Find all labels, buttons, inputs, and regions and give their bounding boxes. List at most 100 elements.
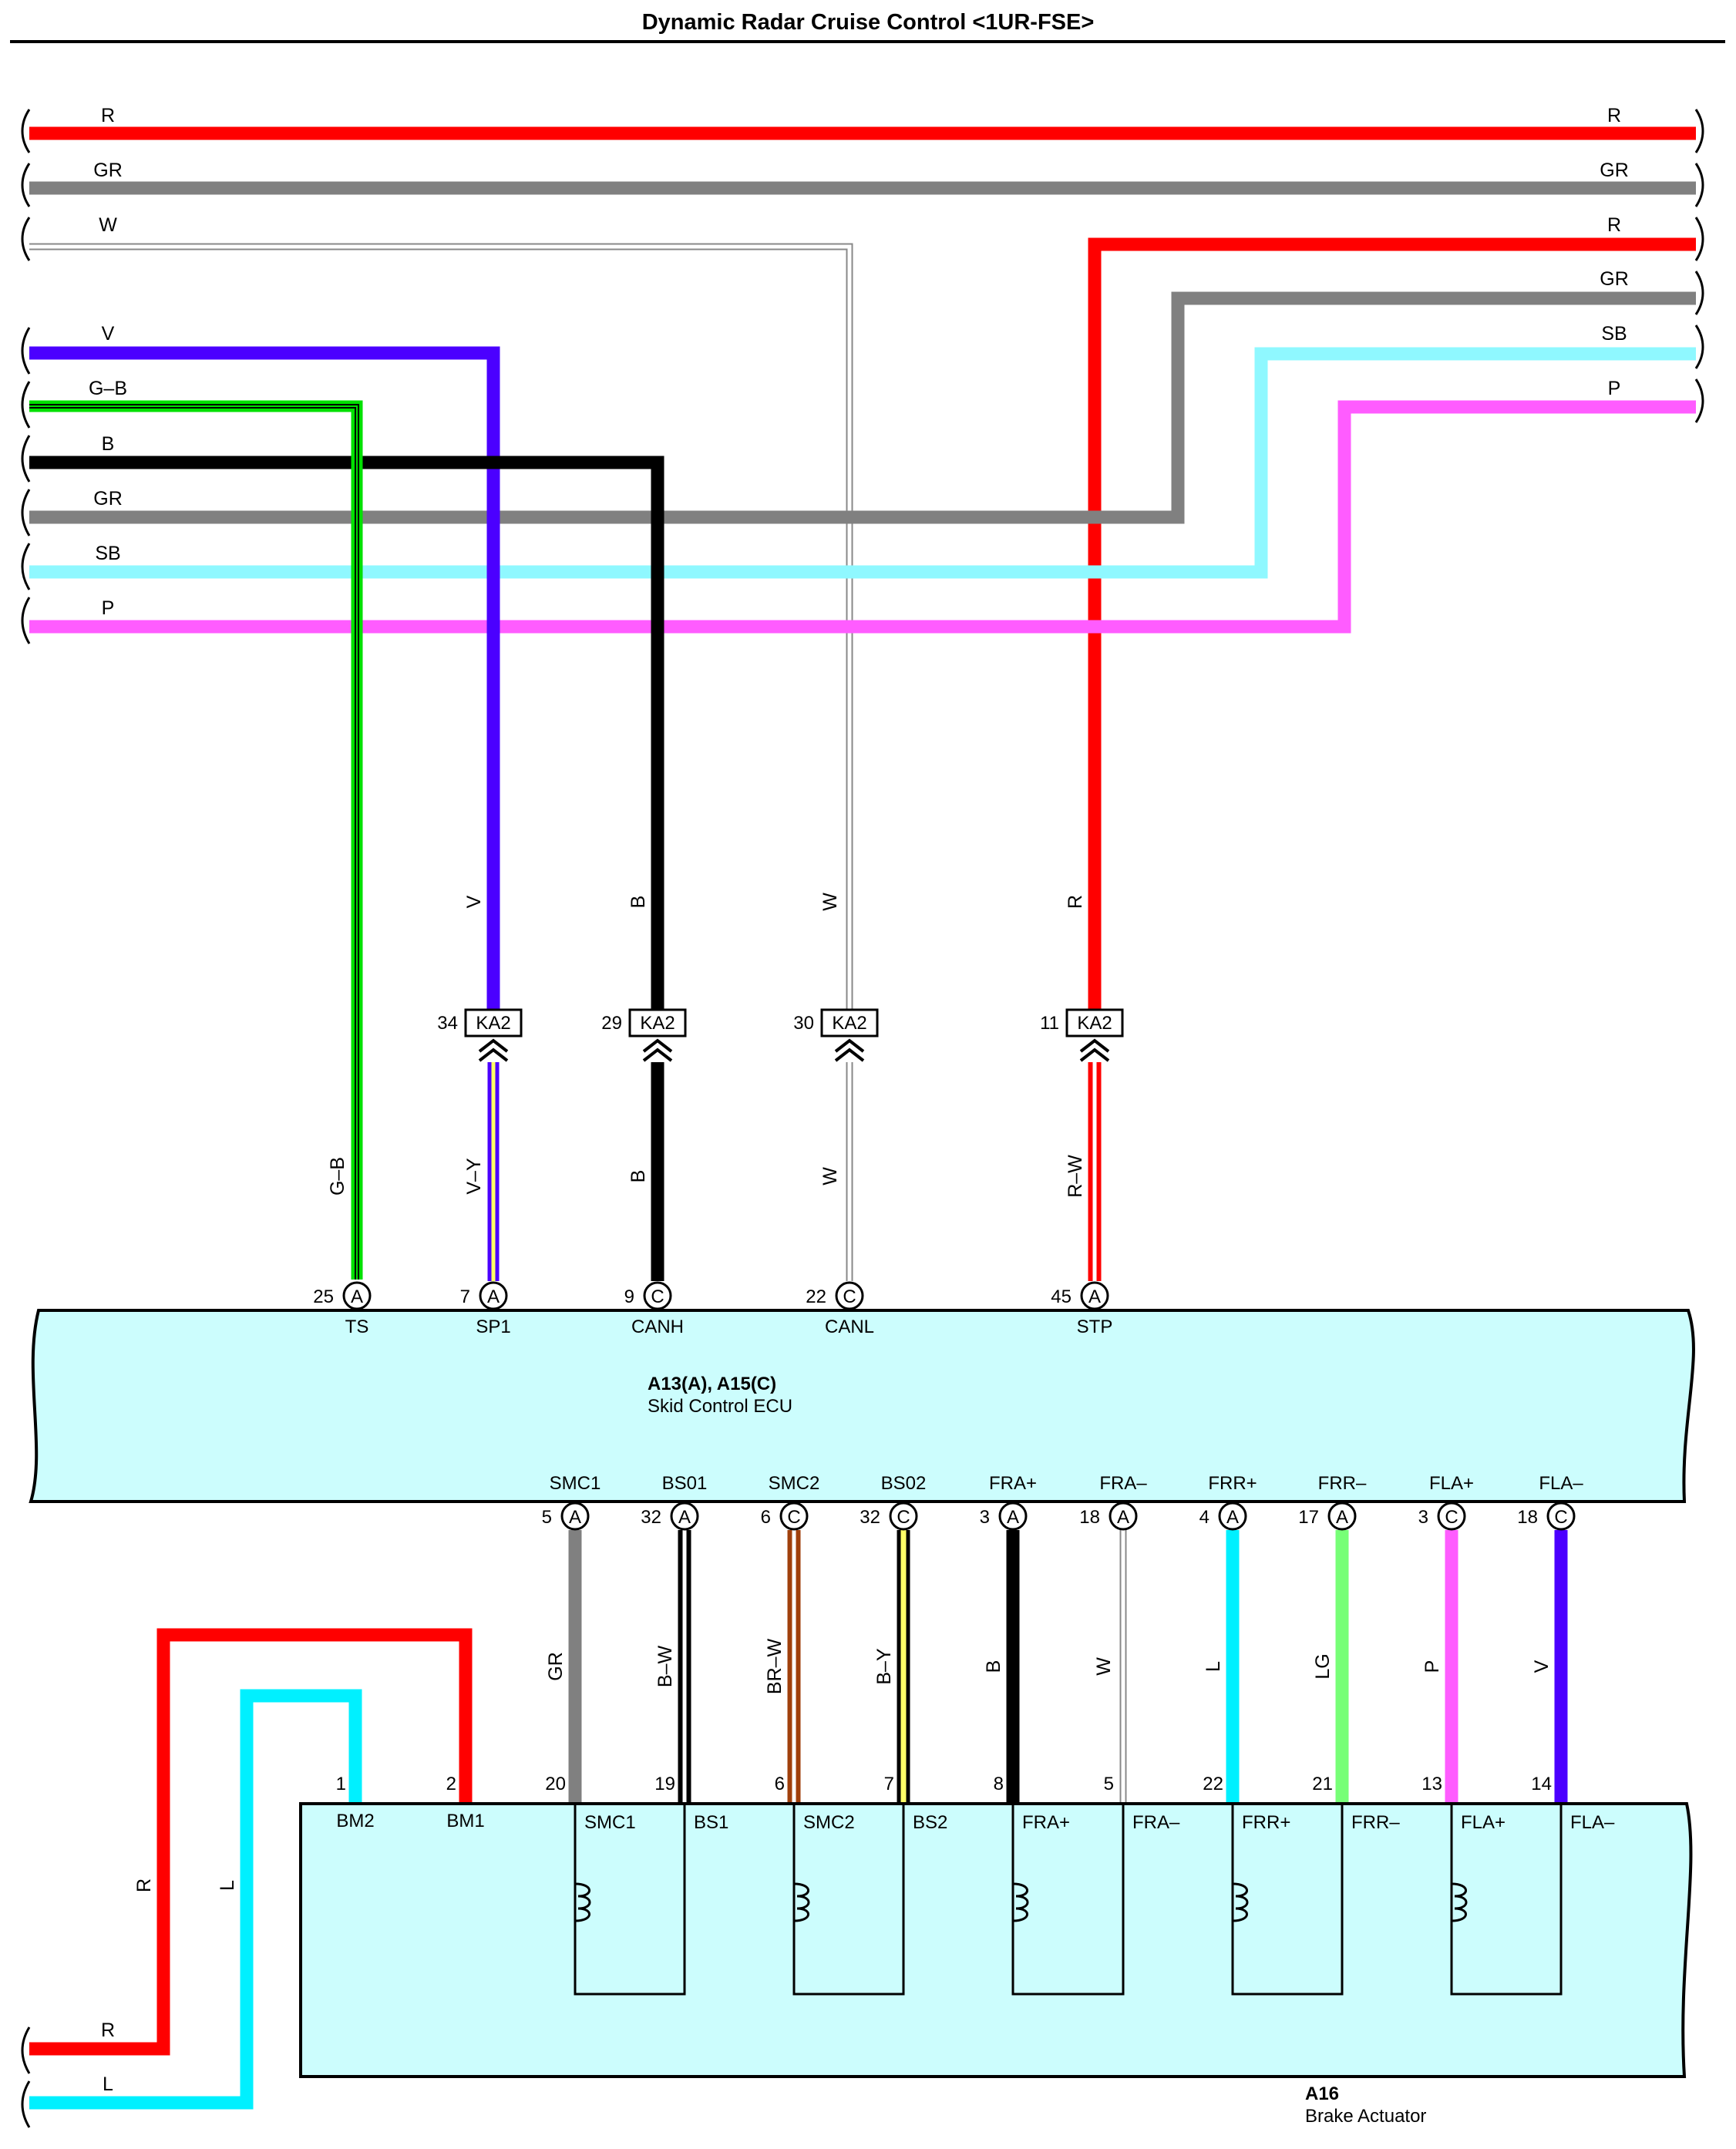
- svg-text:7: 7: [884, 1774, 894, 1794]
- svg-text:BR–W: BR–W: [764, 1638, 786, 1694]
- wire-gr-cross: [29, 291, 1696, 524]
- ecu-id: A13(A), A15(C): [648, 1374, 776, 1394]
- brake-actuator: [299, 1802, 1693, 2078]
- actuator-name: Brake Actuator: [1305, 2106, 1426, 2127]
- wire-r-stp: [1088, 237, 1696, 1016]
- wire-gb-ts: [29, 400, 363, 1280]
- svg-text:LG: LG: [1312, 1653, 1334, 1679]
- right-wire-labels: R GR R GR SB P: [1600, 105, 1629, 399]
- actuator-wire-labels: GR B–W BR–W B–Y B W L LG P V: [545, 1638, 1553, 1694]
- svg-text:FRR–: FRR–: [1318, 1473, 1367, 1494]
- svg-text:KA2: KA2: [832, 1013, 866, 1034]
- svg-text:G–B: G–B: [327, 1157, 348, 1196]
- svg-text:FRA+: FRA+: [1022, 1812, 1070, 1833]
- svg-text:A: A: [351, 1286, 363, 1307]
- svg-text:C: C: [843, 1286, 856, 1307]
- svg-text:BS01: BS01: [662, 1473, 708, 1494]
- svg-text:3: 3: [980, 1507, 990, 1528]
- svg-text:C: C: [897, 1507, 910, 1528]
- svg-text:6: 6: [775, 1774, 785, 1794]
- label-right-gr2: GR: [1600, 268, 1629, 290]
- ka2-connector-34: KA2 34: [437, 1008, 523, 1038]
- label-right-sb: SB: [1601, 323, 1627, 345]
- svg-text:30: 30: [793, 1013, 814, 1034]
- upper-drop-labels: V B W R: [463, 893, 1086, 911]
- label-bm-l: L: [217, 1880, 238, 1891]
- svg-text:W: W: [819, 1167, 841, 1185]
- svg-text:A: A: [569, 1507, 581, 1528]
- bm-wires: [29, 1628, 473, 2110]
- label-right-r: R: [1607, 105, 1621, 126]
- actuator-pin-numbers: 20 19 6 7 8 5 22 21 13 14: [545, 1774, 1552, 1794]
- svg-text:SMC1: SMC1: [584, 1812, 636, 1833]
- svg-text:5: 5: [542, 1507, 552, 1528]
- svg-text:W: W: [1093, 1657, 1115, 1676]
- svg-text:14: 14: [1531, 1774, 1552, 1794]
- svg-text:A: A: [1226, 1507, 1239, 1528]
- left-break-marks: [21, 109, 31, 2128]
- ecu-bottom-pins: A 5 SMC1 A 32 BS01 C 6 SMC2 C 32 BS02 A …: [542, 1473, 1583, 1531]
- svg-text:C: C: [787, 1507, 800, 1528]
- svg-text:29: 29: [601, 1013, 622, 1034]
- svg-text:22: 22: [1203, 1774, 1223, 1794]
- svg-text:45: 45: [1051, 1286, 1072, 1307]
- svg-text:34: 34: [437, 1013, 458, 1034]
- ecu-top-pins: A 25 TS A 7 SP1 C 9 CANH C 22 CANL A 45 …: [313, 1281, 1113, 1337]
- wire-v-sp1: [29, 346, 500, 1016]
- svg-text:22: 22: [806, 1286, 826, 1307]
- actuator-terminal-names: SMC1 BS1 SMC2 BS2 FRA+ FRA– FRR+ FRR– FL…: [584, 1812, 1615, 1833]
- diagram-title: Dynamic Radar Cruise Control <1UR-FSE>: [642, 10, 1095, 35]
- svg-text:FRR–: FRR–: [1351, 1812, 1400, 1833]
- svg-text:SP1: SP1: [476, 1317, 510, 1337]
- svg-text:FLA+: FLA+: [1429, 1473, 1474, 1494]
- svg-text:R–W: R–W: [1065, 1155, 1086, 1198]
- svg-text:CANL: CANL: [825, 1317, 874, 1337]
- svg-text:3: 3: [1418, 1507, 1428, 1528]
- ka2-connector-30: KA2 30: [793, 1008, 879, 1038]
- svg-text:18: 18: [1517, 1507, 1538, 1528]
- svg-text:7: 7: [460, 1286, 470, 1307]
- svg-text:11: 11: [1040, 1013, 1059, 1034]
- svg-text:A: A: [1117, 1507, 1129, 1528]
- svg-text:FLA–: FLA–: [1539, 1473, 1583, 1494]
- svg-text:R: R: [1065, 895, 1086, 909]
- svg-text:C: C: [1554, 1507, 1567, 1528]
- svg-text:8: 8: [994, 1774, 1004, 1794]
- svg-text:FLA+: FLA+: [1461, 1812, 1506, 1833]
- svg-text:STP: STP: [1077, 1317, 1113, 1337]
- label-left-gr: GR: [93, 160, 123, 181]
- svg-text:2: 2: [446, 1774, 456, 1794]
- svg-text:B: B: [627, 896, 649, 909]
- svg-text:C: C: [651, 1286, 664, 1307]
- svg-text:A: A: [678, 1507, 691, 1528]
- svg-text:BS1: BS1: [694, 1812, 728, 1833]
- wire-b-canh: [29, 456, 664, 1016]
- svg-text:5: 5: [1104, 1774, 1114, 1794]
- actuator-solenoids: [574, 1804, 1563, 1996]
- label-left-v: V: [102, 323, 115, 345]
- svg-text:A: A: [1007, 1507, 1019, 1528]
- svg-text:A: A: [1336, 1507, 1348, 1528]
- label-right-r2: R: [1607, 214, 1621, 236]
- actuator-bm-terminals: 1 2 BM2 BM1: [336, 1774, 485, 1831]
- svg-text:1: 1: [336, 1774, 346, 1794]
- svg-text:FRR+: FRR+: [1242, 1812, 1290, 1833]
- svg-text:B: B: [627, 1170, 649, 1183]
- svg-text:25: 25: [313, 1286, 334, 1307]
- svg-text:B: B: [983, 1660, 1004, 1673]
- actuator-id: A16: [1305, 2083, 1339, 2104]
- svg-text:KA2: KA2: [476, 1013, 510, 1034]
- svg-text:9: 9: [624, 1286, 634, 1307]
- svg-text:V: V: [1531, 1660, 1553, 1673]
- ecu-name: Skid Control ECU: [648, 1396, 792, 1417]
- wire-p-cross: [29, 400, 1696, 634]
- svg-text:C: C: [1445, 1507, 1458, 1528]
- svg-text:P: P: [1421, 1660, 1443, 1673]
- label-right-gr: GR: [1600, 160, 1629, 181]
- svg-text:20: 20: [545, 1774, 566, 1794]
- svg-text:GR: GR: [545, 1652, 567, 1681]
- svg-text:FRR+: FRR+: [1208, 1473, 1257, 1494]
- wire-sb-cross: [29, 347, 1696, 579]
- label-bottom-r: R: [101, 2020, 115, 2041]
